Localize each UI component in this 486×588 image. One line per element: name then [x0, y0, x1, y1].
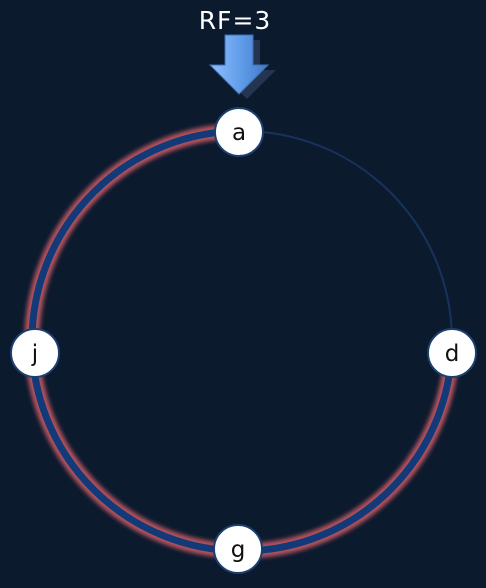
replica-range-arc	[28, 127, 456, 555]
node-a-label: a	[232, 120, 246, 146]
node-g-label: g	[231, 537, 246, 563]
node-j-label: j	[31, 341, 38, 367]
node-j[interactable]: j	[10, 328, 60, 378]
node-a[interactable]: a	[214, 107, 264, 157]
node-d-label: d	[445, 341, 460, 367]
arrow-down-icon	[208, 34, 276, 99]
replication-factor-label: RF=3	[199, 6, 272, 35]
node-g[interactable]: g	[213, 524, 263, 574]
node-d[interactable]: d	[427, 328, 477, 378]
